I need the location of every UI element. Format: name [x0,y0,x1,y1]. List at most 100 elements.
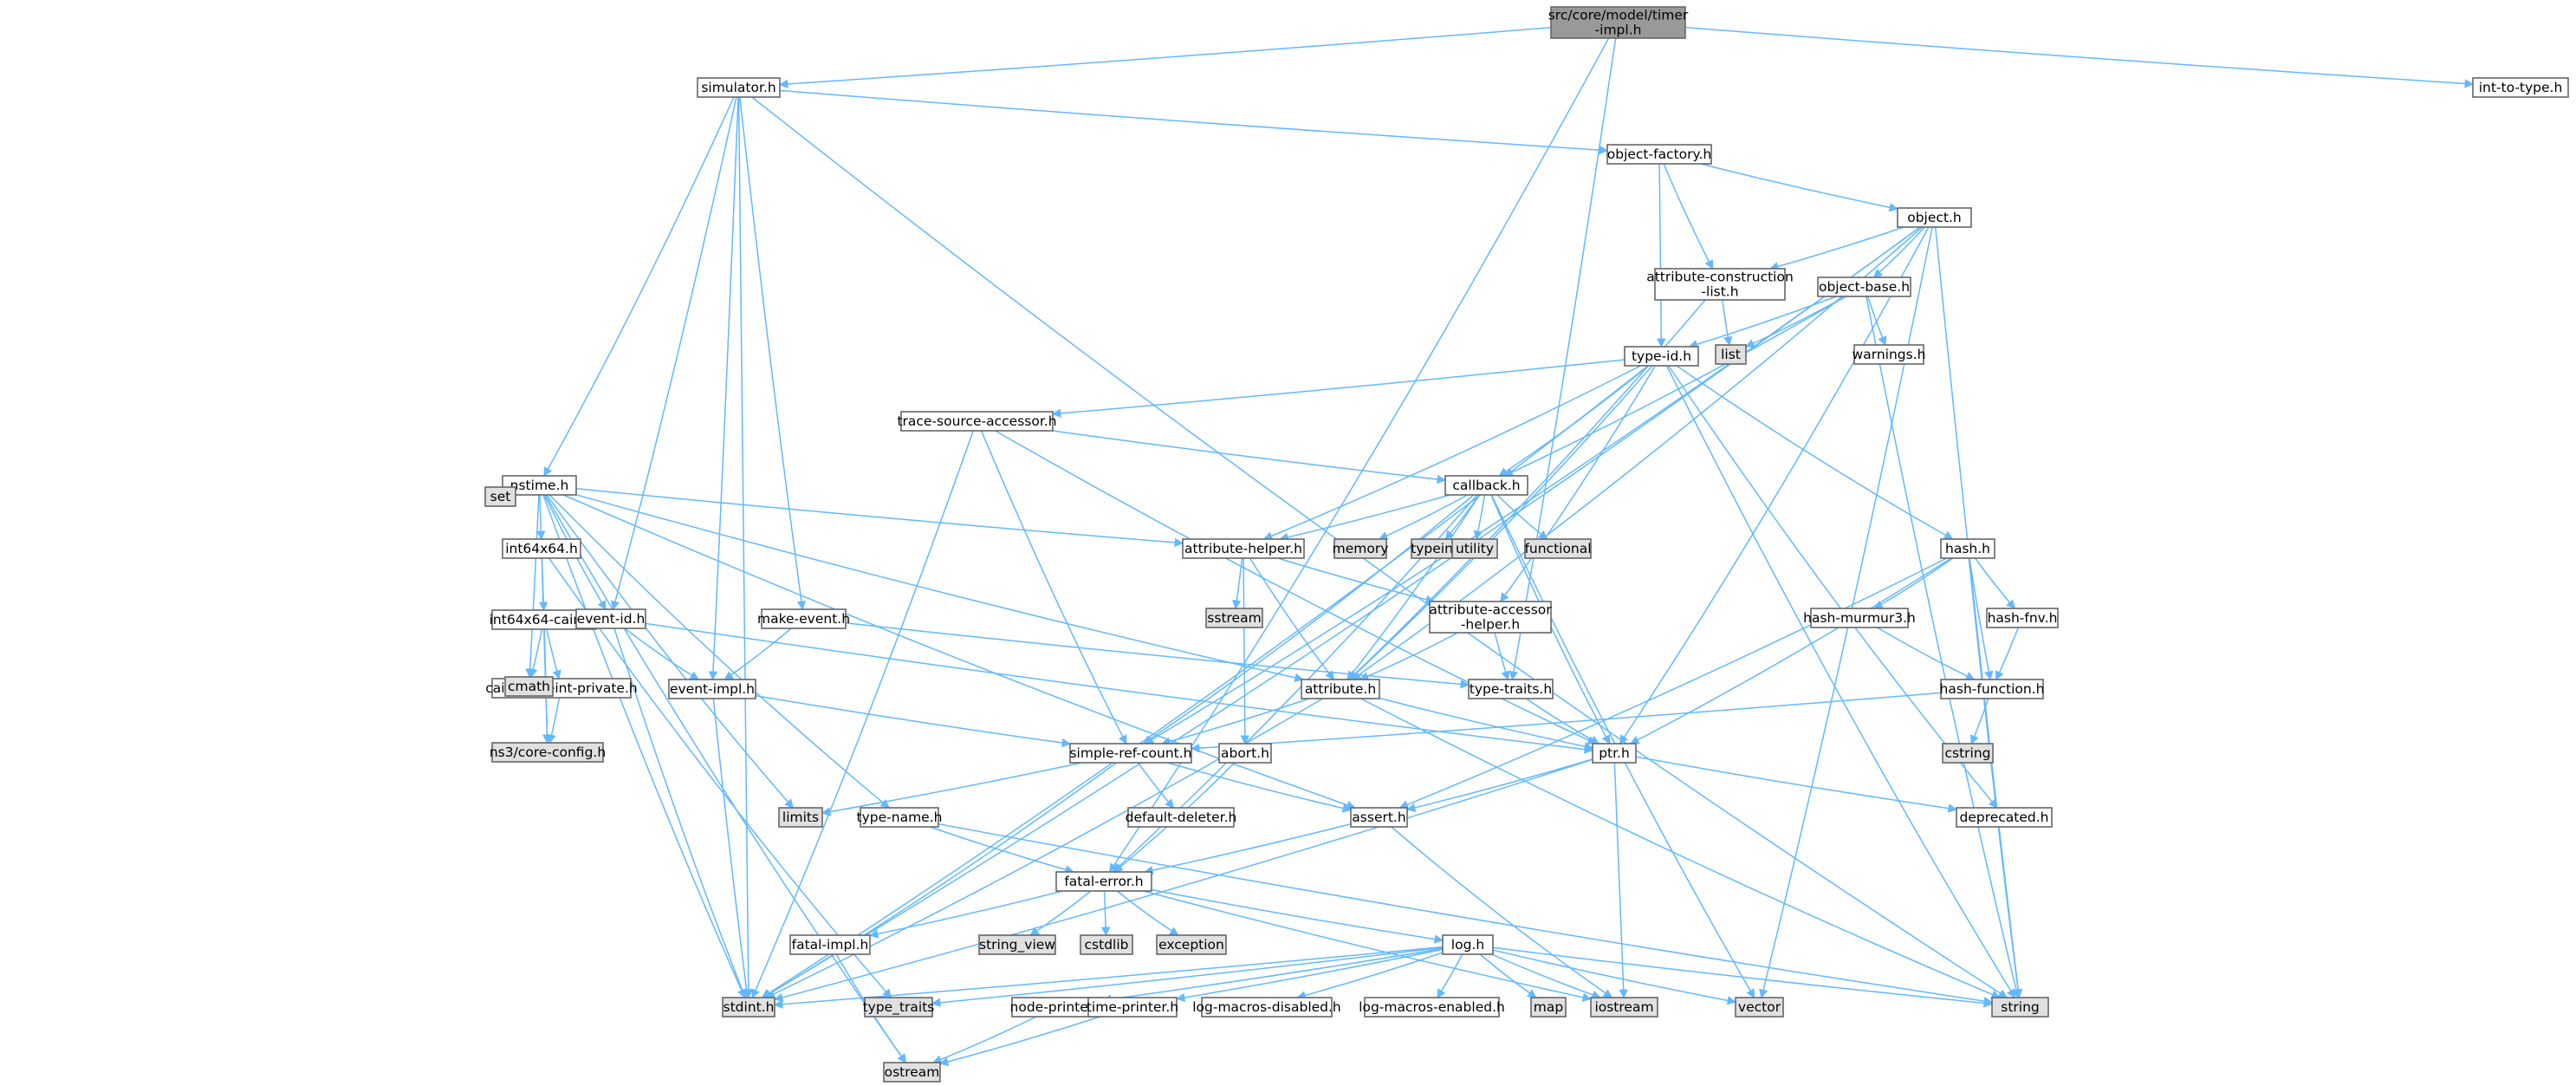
node-label-makeevent-0: make-event.h [757,611,850,627]
node-box-assert [1350,807,1408,828]
node-box-object [1897,207,1972,228]
edge-objectfactory-to-object [1700,163,1899,212]
edge-attribute-to-simplerefcount [1160,698,1310,746]
node-deprecated[interactable]: deprecated.h [1956,807,2053,828]
node-object[interactable]: object.h [1897,207,1972,228]
node-box-inttotype [2472,77,2569,98]
node-box-simulator [697,77,781,98]
node-attribute[interactable]: attribute.h [1301,679,1380,699]
node-typename[interactable]: type-name.h [857,807,943,828]
node-nodeprinter[interactable]: node-printer.h [1010,997,1106,1018]
edge-object-to-objectbase [1872,226,1925,278]
node-label-hashfnv-0: hash-fnv.h [1988,610,2058,626]
node-label-simplerefcount-0: simple-ref-count.h [1069,745,1191,761]
node-label-fatalerror-0: fatal-error.h [1064,874,1143,889]
edge-hash-to-ptr [1630,557,1952,745]
edge-nstime-to-assert [563,494,1356,810]
node-abort[interactable]: abort.h [1218,743,1272,764]
edge-typename-to-fatalerror [929,826,1074,875]
node-label-int64cairo-0: int64x64-cairo.h [490,612,600,628]
node-hashfnv[interactable]: hash-fnv.h [1986,608,2059,628]
node-simulator[interactable]: simulator.h [697,77,781,98]
node-label-ostream-0: ostream [885,1064,940,1080]
node-int64x64[interactable]: int64x64.h [502,538,581,559]
edge-attrhelper-to-abort [1240,557,1250,745]
node-root[interactable]: src/core/model/timer-impl.h [1548,6,1689,39]
node-callback[interactable]: callback.h [1444,475,1528,496]
node-hash[interactable]: hash.h [1940,538,1995,559]
edge-objectbase-to-typeid [1688,296,1837,349]
node-box-typename [860,807,939,828]
node-label-object-0: object.h [1907,210,1962,225]
node-inttotype[interactable]: int-to-type.h [2472,77,2569,98]
node-box-stdint [722,997,775,1018]
node-log[interactable]: log.h [1442,934,1494,955]
node-box-abort [1218,743,1272,764]
node-nstime[interactable]: nstime.h [502,475,577,496]
node-fatalerror[interactable]: fatal-error.h [1055,871,1152,892]
node-label-objectbase-0: object-base.h [1819,279,1910,295]
node-eventimpl[interactable]: event-impl.h [668,679,756,699]
edge-fatalerror-to-stringview [1029,890,1092,936]
node-makeevent[interactable]: make-event.h [757,608,850,629]
node-box-stringview [978,934,1056,955]
node-tracesrc[interactable]: trace-source-accessor.h [897,411,1057,432]
node-label-callback-0: callback.h [1452,478,1520,493]
node-logmacrosdis[interactable]: log-macros-disabled.h [1192,997,1341,1018]
edge-typename-to-string [938,823,1994,1006]
node-defaultdeleter[interactable]: default-deleter.h [1126,807,1237,828]
node-attrconstr[interactable]: attribute-construction-list.h [1646,268,1794,301]
node-label-inttotype-0: int-to-type.h [2479,80,2563,95]
node-attraccessor[interactable]: attribute-accessor-helper.h [1429,601,1552,634]
node-simplerefcount[interactable]: simple-ref-count.h [1069,743,1192,764]
node-ptr[interactable]: ptr.h [1592,743,1637,764]
edge-nstime-to-ostream [544,494,907,1063]
node-box-exception [1156,934,1227,955]
node-typeid[interactable]: type-id.h [1624,346,1699,367]
edge-simplerefcount-to-stdint [762,762,1117,998]
edge-log-to-map [1479,953,1537,998]
node-int64cairo[interactable]: int64x64-cairo.h [490,609,600,630]
node-box-timeprinter [1087,997,1178,1018]
node-hashfunc[interactable]: hash-function.h [1940,679,2045,699]
node-objectfactory[interactable]: object-factory.h [1606,144,1712,165]
node-typetraits[interactable]: type-traits.h [1468,679,1554,699]
edge-fatalerror-to-iostream [1143,890,1593,1002]
node-objectbase[interactable]: object-base.h [1817,276,1911,297]
node-box-hashmurmur [1810,608,1909,628]
node-box-hash [1940,538,1995,559]
node-hashmurmur[interactable]: hash-murmur3.h [1803,608,1916,628]
edge-object-to-ptr [1619,226,1930,745]
edge-callback-to-memory [1378,494,1468,540]
node-logmacrosen[interactable]: log-macros-enabled.h [1359,997,1505,1018]
node-label-typetraits-0: type-traits.h [1470,681,1552,697]
edge-typeid-to-attribute [1348,365,1653,680]
node-box-typetraits [1468,679,1554,699]
edge-ptr-to-stdint [773,758,1593,1002]
node-warnings[interactable]: warnings.h [1853,344,1926,365]
node-box-fatalerror [1055,871,1152,892]
node-label-exception-0: exception [1158,937,1224,953]
edge-log-to-logmacrosen [1437,953,1463,998]
node-timeprinter[interactable]: time-printer.h [1087,997,1178,1018]
edge-simplerefcount-to-limits [821,762,1082,816]
node-label-attrconstr-1: -list.h [1701,284,1738,300]
node-box-list [1715,344,1747,365]
node-label-objectfactory-0: object-factory.h [1607,146,1711,162]
node-label-memory-0: memory [1333,541,1389,556]
node-exception: exception [1156,934,1227,955]
edge-fatalerror-to-fatalimpl [868,890,1063,939]
node-fatalimpl[interactable]: fatal-impl.h [789,934,871,955]
node-eventid[interactable]: event-id.h [575,608,646,629]
edge-root-to-simulator [778,26,1552,89]
edge-attrhelper-to-attraccessor [1277,557,1436,604]
node-box-simplerefcount [1069,743,1192,764]
node-assert[interactable]: assert.h [1350,807,1408,828]
node-box-typetraitsstd [864,997,933,1018]
node-set: set [484,486,516,507]
edge-ptr-to-deprecated [1635,756,1958,813]
node-attrhelper[interactable]: attribute-helper.h [1182,538,1305,559]
node-box-coreconfig [491,742,604,763]
edge-typeid-to-tracesrc [1051,359,1625,419]
node-limits: limits [778,807,823,828]
